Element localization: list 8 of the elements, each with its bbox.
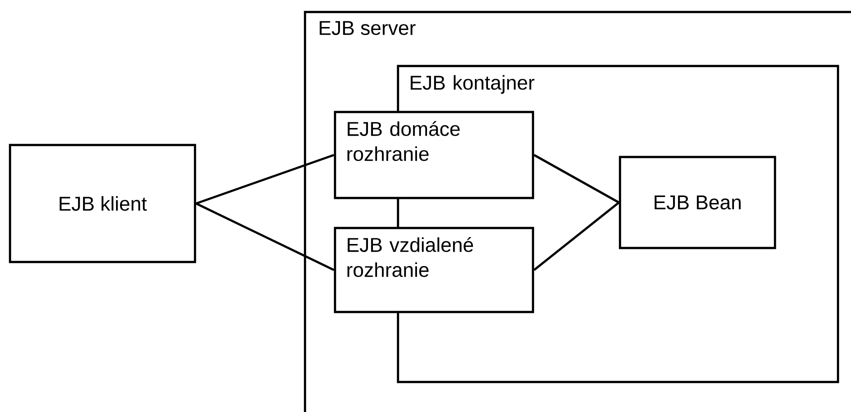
connector-line [533, 202, 620, 271]
connector-line [196, 202, 334, 271]
connector-line [534, 154, 620, 204]
component-box: EJB klient [8, 144, 196, 264]
interface-box: EJB vzdialené rozhranie [334, 226, 534, 314]
interface-box: EJB domáce rozhranie [334, 110, 534, 200]
connector-line [196, 154, 334, 205]
component-box: EJB Bean [618, 156, 776, 250]
